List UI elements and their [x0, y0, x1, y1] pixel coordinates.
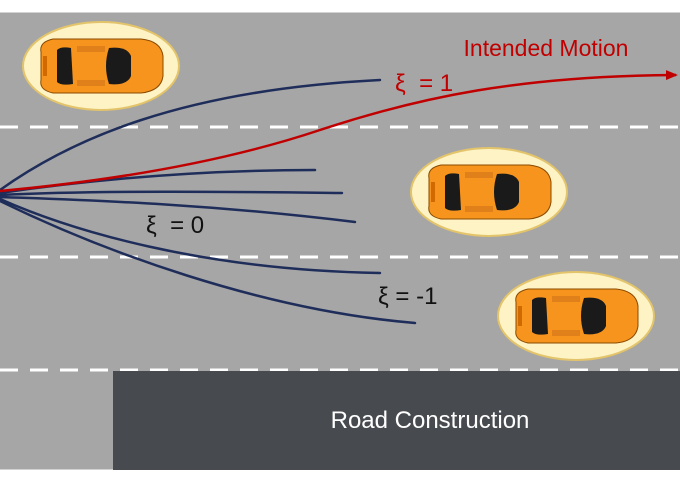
car-top-view-icon	[410, 147, 568, 237]
trajectory-lower-mid-1	[0, 195, 357, 224]
intended-motion-trajectory	[0, 70, 678, 193]
xi-minus-one-label: ξ = -1	[378, 283, 437, 310]
trajectory-lower	[0, 199, 417, 325]
intended-motion-label: Intended Motion	[464, 35, 629, 61]
trajectory-upper	[0, 78, 382, 192]
xi-zero-label: ξ = 0	[146, 212, 204, 239]
trajectory-center	[0, 190, 344, 197]
xi-plus-one-label: ξ = 1	[395, 70, 453, 97]
car-top-view-icon	[497, 271, 655, 361]
car-top-view-icon	[22, 21, 180, 111]
trajectory-lower-mid-2	[0, 197, 382, 275]
road-construction-zone	[113, 371, 680, 470]
road-construction-label: Road Construction	[331, 407, 530, 434]
